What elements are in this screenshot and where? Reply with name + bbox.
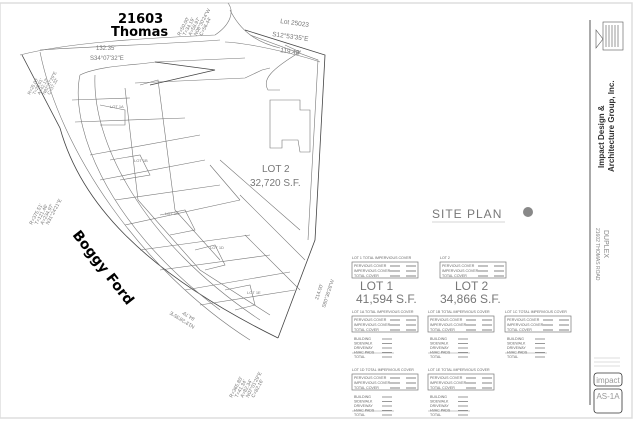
company-name-line2: Architecture Group, Inc. [607,80,616,172]
lot2-area: 34,866 S.F. [440,292,501,306]
company-name-line1: Impact Design & [597,105,606,168]
cover-row-label: PERVIOUS COVER [430,318,463,322]
cover-row-label: PERVIOUS COVER [507,318,540,322]
table-title: LOT 1 TOTAL IMPERVIOUS COVER [352,256,412,260]
project-name: DUPLEX [602,230,609,258]
cover-row-label: IMPERVIOUS COVER [354,323,391,327]
cover-row-label: TOTAL COVER [507,328,532,332]
cover-table [504,315,572,333]
cover-row-label: IMPERVIOUS COVER [442,269,479,273]
lot2-plan-label: LOT 2 [262,164,290,175]
cover-row-label: TOTAL COVER [354,274,379,278]
lot2-label: LOT 2 [455,279,488,293]
site-plan-title: SITE PLAN [432,207,502,221]
project-address: 21602 THOMAS ROAD [594,228,600,281]
cover-row-label: IMPERVIOUS COVER [430,381,467,385]
detail-row-label: DRIVEWAY [354,346,373,350]
cover-table [351,315,419,333]
address-number-label: 21603 [118,12,163,27]
cover-table [439,261,507,279]
detail-row-label: BUILDING [430,395,447,399]
detail-row-label: HVAC PADS [354,351,375,355]
cover-row-label: PERVIOUS COVER [442,264,475,268]
lot2-plan-area: 32,720 S.F. [250,178,301,189]
cover-table [351,373,419,391]
detail-row-label: HVAC PADS [354,409,375,413]
north-line-bearing: S34°07'32"E [90,56,124,62]
cover-row-label: PERVIOUS COVER [354,264,387,268]
cover-row-label: TOTAL COVER [430,328,455,332]
north-arrow-icon [523,207,533,217]
table-title: LOT 1C TOTAL IMPERVIOUS COVER [505,310,567,314]
detail-row-label: SIDEWALK [507,342,526,346]
cover-row-label: IMPERVIOUS COVER [507,323,544,327]
table-title: LOT 1E TOTAL IMPERVIOUS COVER [428,368,490,372]
lot-1c-label: LOT 1C [165,211,179,216]
detail-row-label: HVAC PADS [430,409,451,413]
lot-1b-label: LOT 1B [134,158,148,163]
east-line-distance: 214.00' [314,283,325,300]
cover-row-label: PERVIOUS COVER [354,318,387,322]
cover-table [427,315,495,333]
detail-row-label: TOTAL [354,355,365,359]
table-title: LOT 1D TOTAL IMPERVIOUS COVER [352,368,414,372]
title-block: Impact Design & Architecture Group, Inc.… [589,20,624,414]
cover-row-label: IMPERVIOUS COVER [430,323,467,327]
cover-row-label: IMPERVIOUS COVER [354,381,391,385]
detail-row-label: SIDEWALK [430,342,449,346]
detail-row-label: SIDEWALK [430,400,449,404]
table-title: LOT 1B TOTAL IMPERVIOUS COVER [428,310,490,314]
detail-row-label: DRIVEWAY [507,346,526,350]
cover-row-label: PERVIOUS COVER [430,376,463,380]
sheet-border [0,2,633,419]
lot-1d-label: LOT 1D [210,245,224,250]
lot1-area: 41,594 S.F. [356,292,417,306]
detail-row-label: HVAC PADS [430,351,451,355]
cover-row-label: PERVIOUS COVER [354,376,387,380]
cover-row-label: TOTAL COVER [430,386,455,390]
lot-1a-label: LOT 1A [110,104,124,109]
cover-row-label: TOTAL COVER [354,386,379,390]
sheet-number: AS-1A [596,392,620,401]
detail-row-label: TOTAL [430,355,441,359]
table-title: LOT 2 [440,256,450,260]
property-lines [19,2,326,341]
detail-row-label: TOTAL [354,413,365,417]
neighbor-lot-label: Lot 25023 [280,18,310,29]
neighbor-lot-distance: 119.48' [280,47,301,57]
detail-row-label: SIDEWALK [354,400,373,404]
company-logo-icon [595,21,624,51]
cover-table [351,261,419,279]
detail-row-label: TOTAL [507,355,518,359]
impact-logo-text: impact [596,376,620,385]
detail-row-label: TOTAL [430,413,441,417]
detail-row-label: HVAC PADS [507,351,528,355]
thomas-road-label: Thomas [111,25,168,40]
cover-row-label: IMPERVIOUS COVER [354,269,391,273]
lot1-label: LOT 1 [360,279,393,293]
detail-row-label: DRIVEWAY [354,404,373,408]
detail-row-label: BUILDING [354,395,371,399]
north-line-distance: 132.35' [96,46,116,52]
detail-row-label: DRIVEWAY [430,346,449,350]
cover-row-label: TOTAL COVER [442,274,467,278]
detail-row-label: BUILDING [507,337,524,341]
detail-row-label: DRIVEWAY [430,404,449,408]
table-title: LOT 1A TOTAL IMPERVIOUS COVER [352,310,414,314]
cover-row-label: TOTAL COVER [354,328,379,332]
cover-table [427,373,495,391]
lot-1e-label: LOT 1E [247,290,261,295]
detail-row-label: BUILDING [354,337,371,341]
detail-row-label: SIDEWALK [354,342,373,346]
detail-row-label: BUILDING [430,337,447,341]
